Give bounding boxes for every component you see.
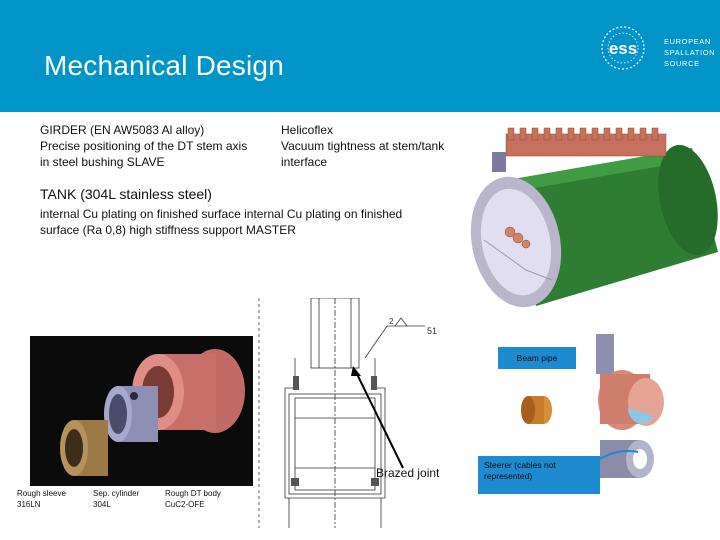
tank-line-1: internal Cu plating on finished surface … [40,207,403,221]
caption-rough-sleeve: Rough sleeve 316LN [17,488,66,510]
caption-rough-sleeve-material: 316LN [17,500,41,509]
parts-photo-image [30,336,253,486]
helicoflex-description: Helicoflex Vacuum tightness at stem/tank… [281,122,444,170]
tank-heading: TANK (304L stainless steel) [40,186,212,202]
girder-line-2: Precise positioning of the DT stem axis [40,139,248,153]
helicoflex-line-1: Helicoflex [281,123,334,137]
logo-line-2: SPALLATION [664,48,716,57]
logo-line-3: SOURCE [664,59,700,68]
weld-symbol-number: 51 [427,326,437,336]
tank-line-2: surface (Ra 0,8) high stiffness support … [40,223,296,237]
beam-pipe-label: Beam pipe [498,347,576,369]
girder-line-3: in steel bushing SLAVE [40,155,165,169]
tank-render-image [456,120,720,316]
logo-mark-text: ess [609,39,637,58]
steerer-label: Steerer (cables not represented) [478,456,600,494]
caption-rough-dt-body: Rough DT body CuC2-OFE [165,488,221,510]
ess-logo-icon: ess [601,26,645,70]
tank-description: internal Cu plating on finished surface … [40,206,402,238]
logo-line-1: EUROPEAN [664,37,711,46]
helicoflex-line-2: Vacuum tightness at stem/tank [281,139,445,153]
helicoflex-line-3: interface [281,155,328,169]
caption-rough-dt-body-material: CuC2-OFE [165,500,205,509]
weld-symbol-value: 2 [389,317,394,326]
logo-wordmark: EUROPEAN SPALLATION SOURCE [664,36,715,69]
brazed-joint-label: Brazed joint [376,466,440,480]
header-banner [0,0,720,112]
caption-rough-dt-body-name: Rough DT body [165,489,221,498]
caption-sep-cylinder-material: 304L [93,500,111,509]
page-title: Mechanical Design [44,50,284,81]
caption-rough-sleeve-name: Rough sleeve [17,489,66,498]
caption-sep-cylinder: Sep. cylinder 304L [93,488,139,510]
technical-drawing-image: 2 51 [255,298,455,528]
girder-description: GIRDER (EN AW5083 Al alloy) Precise posi… [40,122,247,170]
caption-sep-cylinder-name: Sep. cylinder [93,489,140,498]
girder-line-1: GIRDER (EN AW5083 Al alloy) [40,123,205,137]
